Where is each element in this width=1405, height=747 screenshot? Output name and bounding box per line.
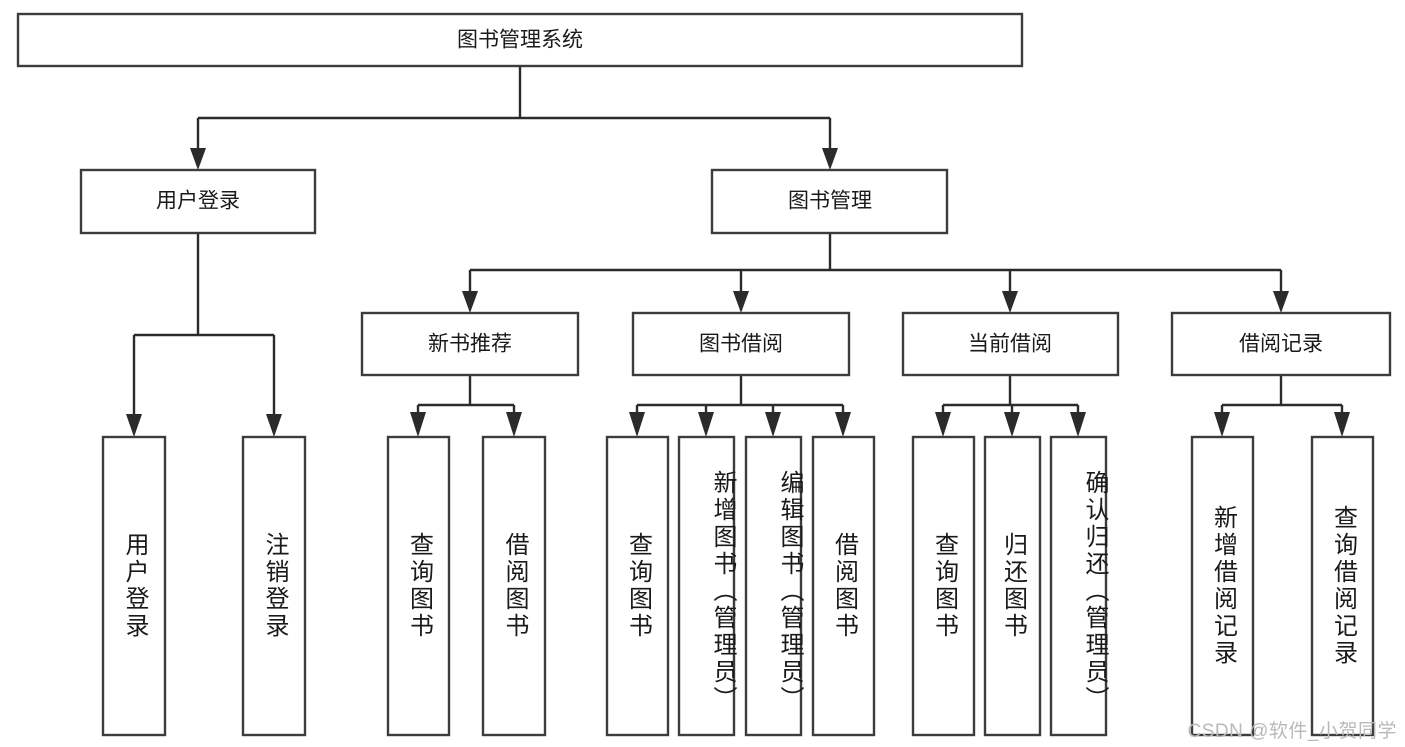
arrow-to-book-manage bbox=[822, 148, 838, 170]
node-leaf-borrow-book-1[interactable] bbox=[481, 435, 547, 737]
node-layer: 图书管理系统 用户登录 图书管理 新书推荐 图书借阅 当前借阅 借阅记录 bbox=[16, 12, 1392, 737]
arrow-to-leaf-borrow-book-2 bbox=[835, 412, 851, 437]
node-leaf-add-record[interactable] bbox=[1190, 435, 1255, 737]
arrow-to-leaf-borrow-book-1 bbox=[506, 412, 522, 437]
node-book-borrow-label: 图书借阅 bbox=[699, 333, 783, 356]
node-new-book-rec-label: 新书推荐 bbox=[428, 333, 512, 356]
arrow-to-leaf-edit-book bbox=[765, 412, 781, 437]
node-current-borrow-label: 当前借阅 bbox=[968, 333, 1052, 356]
node-book-borrow[interactable] bbox=[631, 311, 851, 377]
arrow-to-leaf-add-book bbox=[698, 412, 714, 437]
node-book-manage[interactable] bbox=[710, 168, 949, 235]
arrow-to-borrow-record bbox=[1273, 291, 1289, 313]
arrow-to-book-borrow bbox=[733, 291, 749, 313]
arrow-to-leaf-query-record bbox=[1334, 412, 1350, 437]
arrow-to-leaf-add-record bbox=[1214, 412, 1230, 437]
arrow-to-leaf-query-book-1 bbox=[410, 412, 426, 437]
arrow-to-leaf-return-book bbox=[1004, 412, 1020, 437]
csdn-watermark: CSDN @软件_小贺同学 bbox=[1187, 721, 1397, 742]
node-new-book-rec[interactable] bbox=[360, 311, 580, 377]
node-leaf-add-book[interactable] bbox=[677, 435, 736, 737]
arrow-to-user-login bbox=[190, 148, 206, 170]
node-leaf-confirm-return[interactable] bbox=[1049, 435, 1108, 737]
node-leaf-edit-book[interactable] bbox=[744, 435, 803, 737]
node-leaf-query-book-2[interactable] bbox=[605, 435, 670, 737]
node-borrow-record[interactable] bbox=[1170, 311, 1392, 377]
arrow-to-leaf-query-book-2 bbox=[629, 412, 645, 437]
arrow-to-current-borrow bbox=[1002, 291, 1018, 313]
arrow-to-leaf-confirm-return bbox=[1070, 412, 1086, 437]
node-leaf-logout[interactable] bbox=[241, 435, 307, 737]
node-leaf-query-book-3[interactable] bbox=[911, 435, 976, 737]
node-leaf-return-book[interactable] bbox=[983, 435, 1042, 737]
node-user-login[interactable] bbox=[79, 168, 317, 235]
node-root-label: 图书管理系统 bbox=[457, 29, 583, 52]
arrow-to-leaf-logout bbox=[266, 414, 282, 437]
node-root[interactable] bbox=[16, 12, 1024, 68]
arrow-to-leaf-query-book-3 bbox=[935, 412, 951, 437]
arrow-to-new-book-rec bbox=[462, 291, 478, 313]
node-leaf-query-book-1[interactable] bbox=[386, 435, 451, 737]
node-book-manage-label: 图书管理 bbox=[788, 190, 872, 213]
node-leaf-user-login[interactable] bbox=[101, 435, 167, 737]
node-borrow-record-label: 借阅记录 bbox=[1239, 333, 1323, 356]
node-user-login-label: 用户登录 bbox=[156, 190, 240, 213]
node-leaf-query-record[interactable] bbox=[1310, 435, 1375, 737]
arrow-to-leaf-user-login bbox=[126, 414, 142, 437]
node-leaf-borrow-book-2[interactable] bbox=[811, 435, 876, 737]
node-current-borrow[interactable] bbox=[901, 311, 1120, 377]
connector-layer bbox=[126, 66, 1350, 437]
